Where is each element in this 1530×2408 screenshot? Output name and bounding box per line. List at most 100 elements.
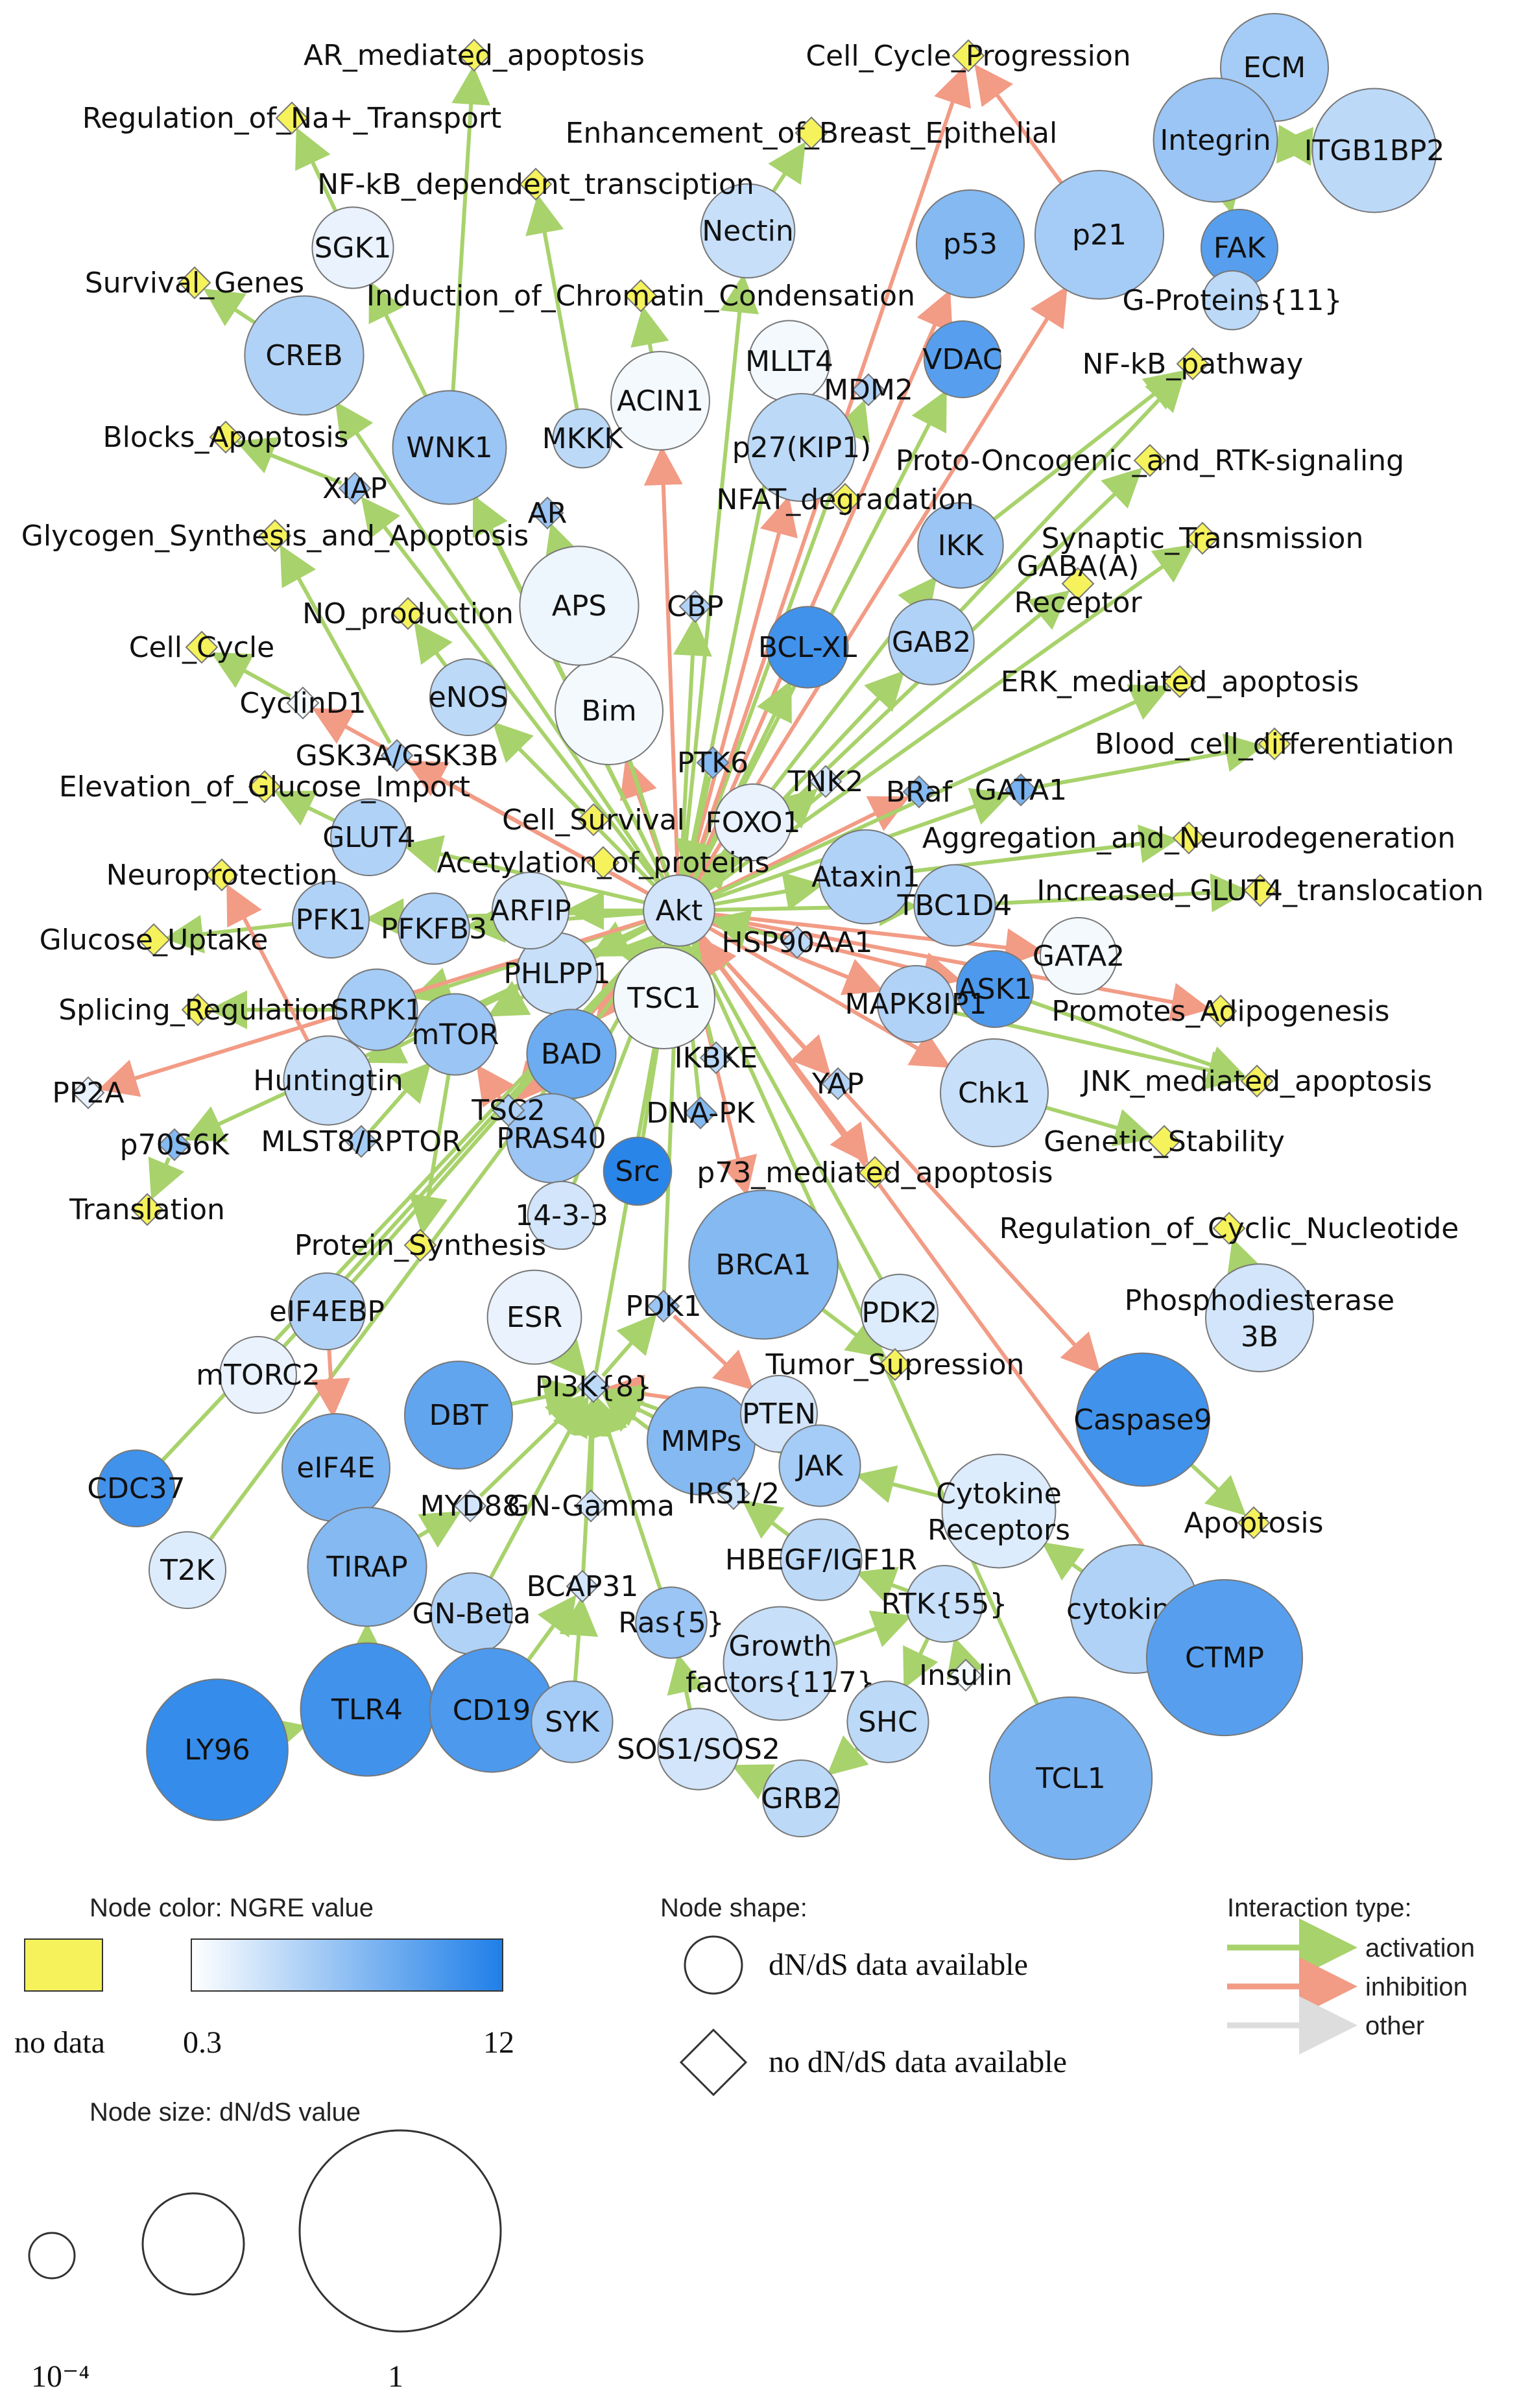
node-shape-cycnuc <box>1212 1211 1246 1245</box>
node-bloodcell: Blood_cell_differentiation <box>1095 727 1454 761</box>
node-label-p21: p21 <box>1072 219 1127 252</box>
node-shape-na <box>275 101 309 135</box>
node-label-neuroprot: Neuroprotection <box>106 859 338 892</box>
node-shape-ar_apop <box>457 38 491 72</box>
node-cellcycprog: Cell_Cycle_Progression <box>806 39 1131 73</box>
node-shape-yap <box>821 1067 855 1101</box>
node-enos: eNOS <box>429 658 508 737</box>
node-mapk8ip1: MAPK8IP1 <box>845 964 986 1043</box>
activation-edge-HSP90AA1-Akt <box>710 910 784 948</box>
node-label-ar_apop: AR_mediated_apoptosis <box>304 39 645 72</box>
activation-edge-Akt-ERKapop <box>710 684 1171 898</box>
node-acetyl: Acetylation_of_proteins <box>436 846 770 879</box>
node-glut4: GLUT4 <box>322 798 416 877</box>
node-label-tbc1d4: TBC1D4 <box>897 889 1012 922</box>
node-label-irs12: IRS1/2 <box>687 1477 780 1510</box>
node-shape-phde3b <box>1205 1263 1314 1372</box>
node-label-glucuptake: Glucose_Uptake <box>40 924 269 957</box>
node-eif4e: eIF4E <box>281 1413 390 1522</box>
node-label-mlst8: MLST8/RPTOR <box>261 1125 461 1158</box>
legend-circle-shape <box>684 1935 743 1995</box>
node-label-huntingtin: Huntingtin <box>253 1064 403 1097</box>
activation-edge-MLST8-mTOR <box>369 1062 431 1132</box>
inhibition-edge-Akt-p27 <box>686 495 798 877</box>
node-shape-nfkbdep <box>519 167 553 201</box>
node-label-bad: BAD <box>541 1038 602 1071</box>
node-shape-braf <box>902 775 936 809</box>
node-irs12: IRS1/2 <box>687 1477 780 1510</box>
node-label-glycogen: Glycogen_Synthesis_and_Apoptosis <box>21 519 529 553</box>
node-shape-synaptic <box>1186 521 1219 555</box>
node-creb: CREB <box>244 295 365 416</box>
node-cellsurv: Cell_Survival <box>502 803 685 837</box>
node-jak: JAK <box>778 1424 861 1507</box>
node-label-ptk6: PTK6 <box>677 746 748 780</box>
activation-edge-TIRAP-MYD88 <box>417 1511 462 1548</box>
node-label-aps: APS <box>552 590 607 623</box>
node-aps: APS <box>519 545 639 666</box>
node-shape-ly96 <box>146 1678 289 1821</box>
node-protsynth: Protein_Synthesis <box>294 1228 546 1262</box>
node-shape-pi3k <box>577 1370 610 1403</box>
node-srpk1: SRPK1 <box>331 968 423 1051</box>
node-shape-myd88 <box>453 1489 487 1523</box>
node-jnkapop: JNK_mediated_apoptosis <box>1080 1064 1432 1098</box>
node-integrin: Integrin <box>1153 77 1278 203</box>
activation-edge-IKK-NFkBpath <box>992 370 1185 521</box>
activation-edge-Ras-PI3K <box>590 1396 662 1590</box>
node-gsk3: GSK3A/GSK3B <box>296 739 498 772</box>
node-shape-chromcond <box>624 279 658 313</box>
node-label-mllt4: MLLT4 <box>745 345 833 378</box>
node-nfatdeg: NFAT_degradation <box>717 483 974 516</box>
node-bad: BAD <box>526 1008 617 1099</box>
node-pp2a: PP2A <box>52 1076 125 1110</box>
legend-node-shape: Node shape: dN/dS data available no dN/d… <box>660 1894 1067 2097</box>
node-pfkfb3: PFKFB3 <box>381 892 487 965</box>
node-shape-mkkk <box>552 408 613 469</box>
node-shape-tbc1d4 <box>913 864 996 947</box>
node-p73apop: p73_mediated_apoptosis <box>697 1156 1053 1189</box>
node-protoonc: Proto-Oncogenic_and_RTK-signaling <box>896 444 1404 477</box>
node-shape-mapk8ip1 <box>876 964 955 1043</box>
node-label-1433: 14-3-3 <box>515 1199 608 1232</box>
node-label-foxo1: FOXO1 <box>705 806 800 839</box>
node-label-pten: PTEN <box>742 1398 816 1431</box>
node-wnk1: WNK1 <box>392 390 507 505</box>
node-shape-glut4 <box>329 798 409 877</box>
node-shape-hbegf <box>780 1518 863 1601</box>
node-ptk6: PTK6 <box>677 746 748 780</box>
node-shape-src <box>603 1136 673 1206</box>
node-label-chromcond: Induction_of_Chromatin_Condensation <box>366 280 915 313</box>
node-src: Src <box>603 1136 673 1206</box>
node-eif4ebp: eIF4EBP <box>269 1272 385 1351</box>
node-label-noprod: NO_production <box>302 597 514 630</box>
legend-activation-label: activation <box>1365 1934 1475 1962</box>
node-shape-genstab <box>1147 1125 1181 1158</box>
node-label-splicing: Splicing_Regulation <box>58 994 337 1027</box>
node-shape-mtor <box>414 993 497 1076</box>
node-label-synaptic: Synaptic_Transmission <box>1042 522 1364 555</box>
node-label-erkapop: ERK_mediated_apoptosis <box>1001 665 1359 698</box>
node-ar_apop: AR_mediated_apoptosis <box>304 38 645 72</box>
node-label-pi3k: PI3K{8} <box>535 1370 652 1403</box>
node-label-bclxl: BCL-XL <box>758 631 857 664</box>
node-shape-arfip <box>491 871 570 950</box>
legend-size-max: 1 <box>388 2359 403 2394</box>
node-translation: Translation <box>69 1193 225 1226</box>
node-label-shc: SHC <box>858 1706 918 1739</box>
node-splicing: Splicing_Regulation <box>58 993 337 1027</box>
node-label-aggreg: Aggregation_and_Neurodegeneration <box>922 822 1455 855</box>
legend-color-title: Node color: NGRE value <box>90 1894 374 1922</box>
legend-node-color: Node color: NGRE value no data 0.3 12 <box>14 1894 514 2060</box>
node-shape-syk <box>531 1680 614 1763</box>
node-shape-shc <box>846 1680 929 1763</box>
node-label-p70s6k: p70S6K <box>120 1128 230 1162</box>
node-label-cycnuc: Regulation_of_Cyclic_Nucleotide <box>999 1212 1459 1245</box>
node-shape-hsp90aa1 <box>780 925 814 959</box>
node-shape-pdk1 <box>647 1289 680 1323</box>
node-shape-acetyl <box>586 846 620 879</box>
activation-edge-XIAP-BlocksApop <box>235 437 342 485</box>
node-label-chk1: Chk1 <box>958 1077 1031 1110</box>
